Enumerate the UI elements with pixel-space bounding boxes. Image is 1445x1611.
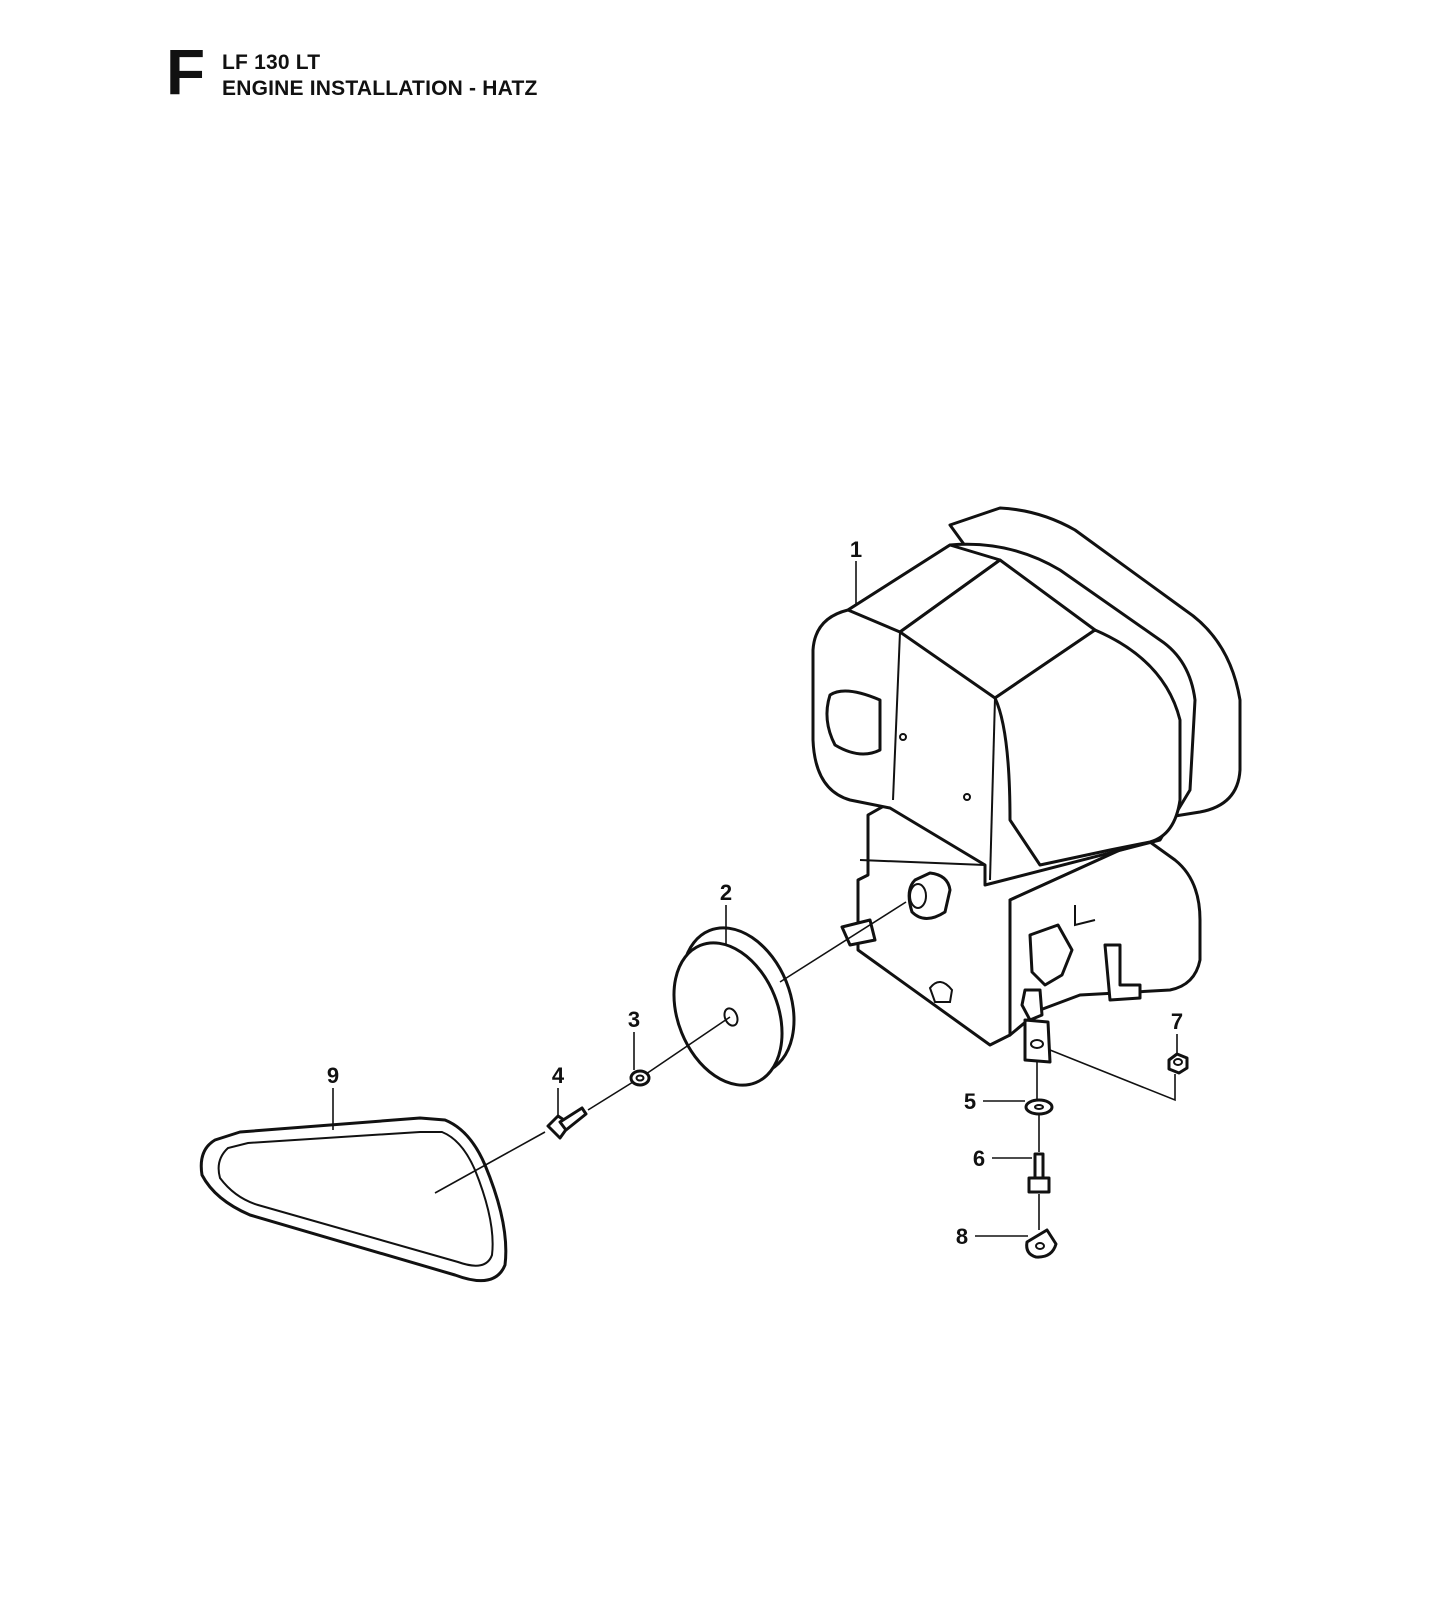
engine-drawing bbox=[811, 506, 1242, 1064]
bolt-4-drawing bbox=[546, 1106, 588, 1140]
callout-3: 3 bbox=[628, 1007, 640, 1032]
screw-6-drawing bbox=[1027, 1152, 1051, 1194]
callout-6: 6 bbox=[973, 1146, 985, 1171]
washer-3-drawing bbox=[629, 1069, 651, 1087]
title-block: LF 130 LT ENGINE INSTALLATION - HATZ bbox=[222, 50, 538, 102]
callout-8: 8 bbox=[956, 1224, 968, 1249]
callout-2: 2 bbox=[720, 880, 732, 905]
nut-7-drawing bbox=[1167, 1052, 1189, 1075]
callout-7: 7 bbox=[1171, 1009, 1183, 1034]
model-name: LF 130 LT bbox=[222, 51, 321, 74]
section-letter: F bbox=[166, 36, 206, 108]
callout-1: 1 bbox=[850, 537, 862, 562]
callout-5: 5 bbox=[964, 1089, 976, 1114]
lock-washer-8-drawing bbox=[1025, 1228, 1058, 1259]
page-title: ENGINE INSTALLATION - HATZ bbox=[222, 77, 538, 100]
washer-5-drawing bbox=[1024, 1098, 1054, 1116]
callout-9: 9 bbox=[327, 1063, 339, 1088]
leader-lines bbox=[332, 561, 1178, 1237]
callout-labels: 1 2 3 4 5 6 7 8 9 bbox=[327, 537, 1183, 1249]
v-belt-drawing bbox=[199, 1116, 508, 1283]
callout-4: 4 bbox=[552, 1063, 565, 1088]
pulley-drawing bbox=[672, 926, 796, 1087]
